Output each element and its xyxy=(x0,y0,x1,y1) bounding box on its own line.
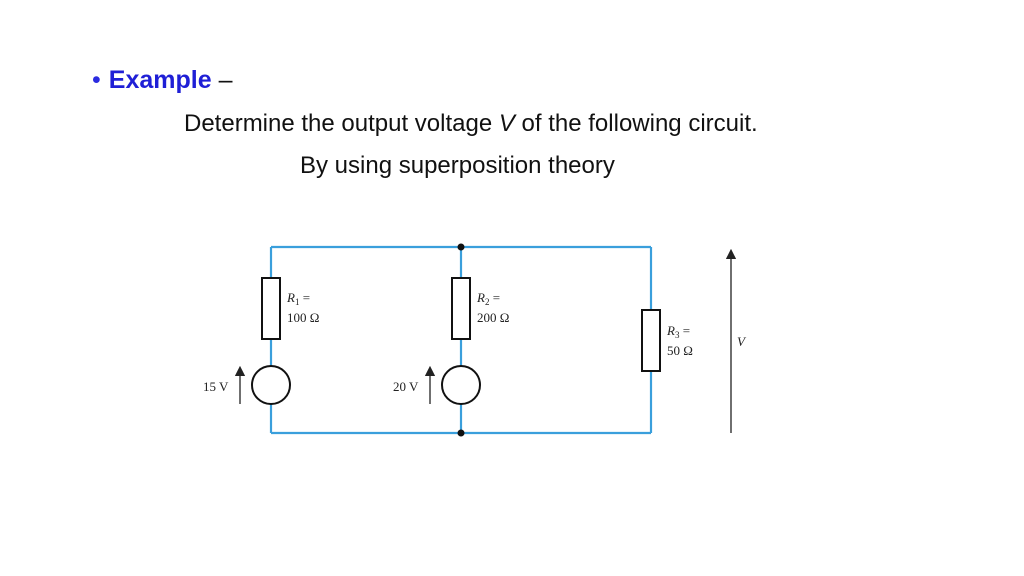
resistor-r2 xyxy=(451,277,471,340)
task-text-end: of the following circuit. xyxy=(514,110,758,137)
r3-label: R3 = xyxy=(666,323,690,340)
task-text-start: Determine the output voltage xyxy=(184,110,499,137)
r1-label: R1 = xyxy=(286,290,310,307)
bottom-junction-node xyxy=(457,429,465,437)
example-heading: •Example – xyxy=(92,64,232,96)
resistor-r3 xyxy=(641,309,661,372)
r3-value: 50 Ω xyxy=(667,343,693,358)
top-junction-node xyxy=(457,243,465,251)
example-keyword: Example xyxy=(108,66,212,94)
task-statement: Determine the output voltage V of the fo… xyxy=(184,108,758,140)
r2-label: R2 = xyxy=(476,290,500,307)
source-15v-label: 15 V xyxy=(203,379,229,394)
output-voltage-label: V xyxy=(737,334,747,349)
source-20v-label: 20 V xyxy=(393,379,419,394)
heading-dash: – xyxy=(218,66,233,94)
voltage-source-15v xyxy=(251,365,291,405)
bullet-marker: • xyxy=(92,66,101,94)
r2-value: 200 Ω xyxy=(477,310,509,325)
r1-value: 100 Ω xyxy=(287,310,319,325)
voltage-source-20v xyxy=(441,365,481,405)
method-statement: By using superposition theory xyxy=(300,152,615,179)
task-variable: V xyxy=(498,110,515,137)
resistor-r1 xyxy=(261,277,281,340)
